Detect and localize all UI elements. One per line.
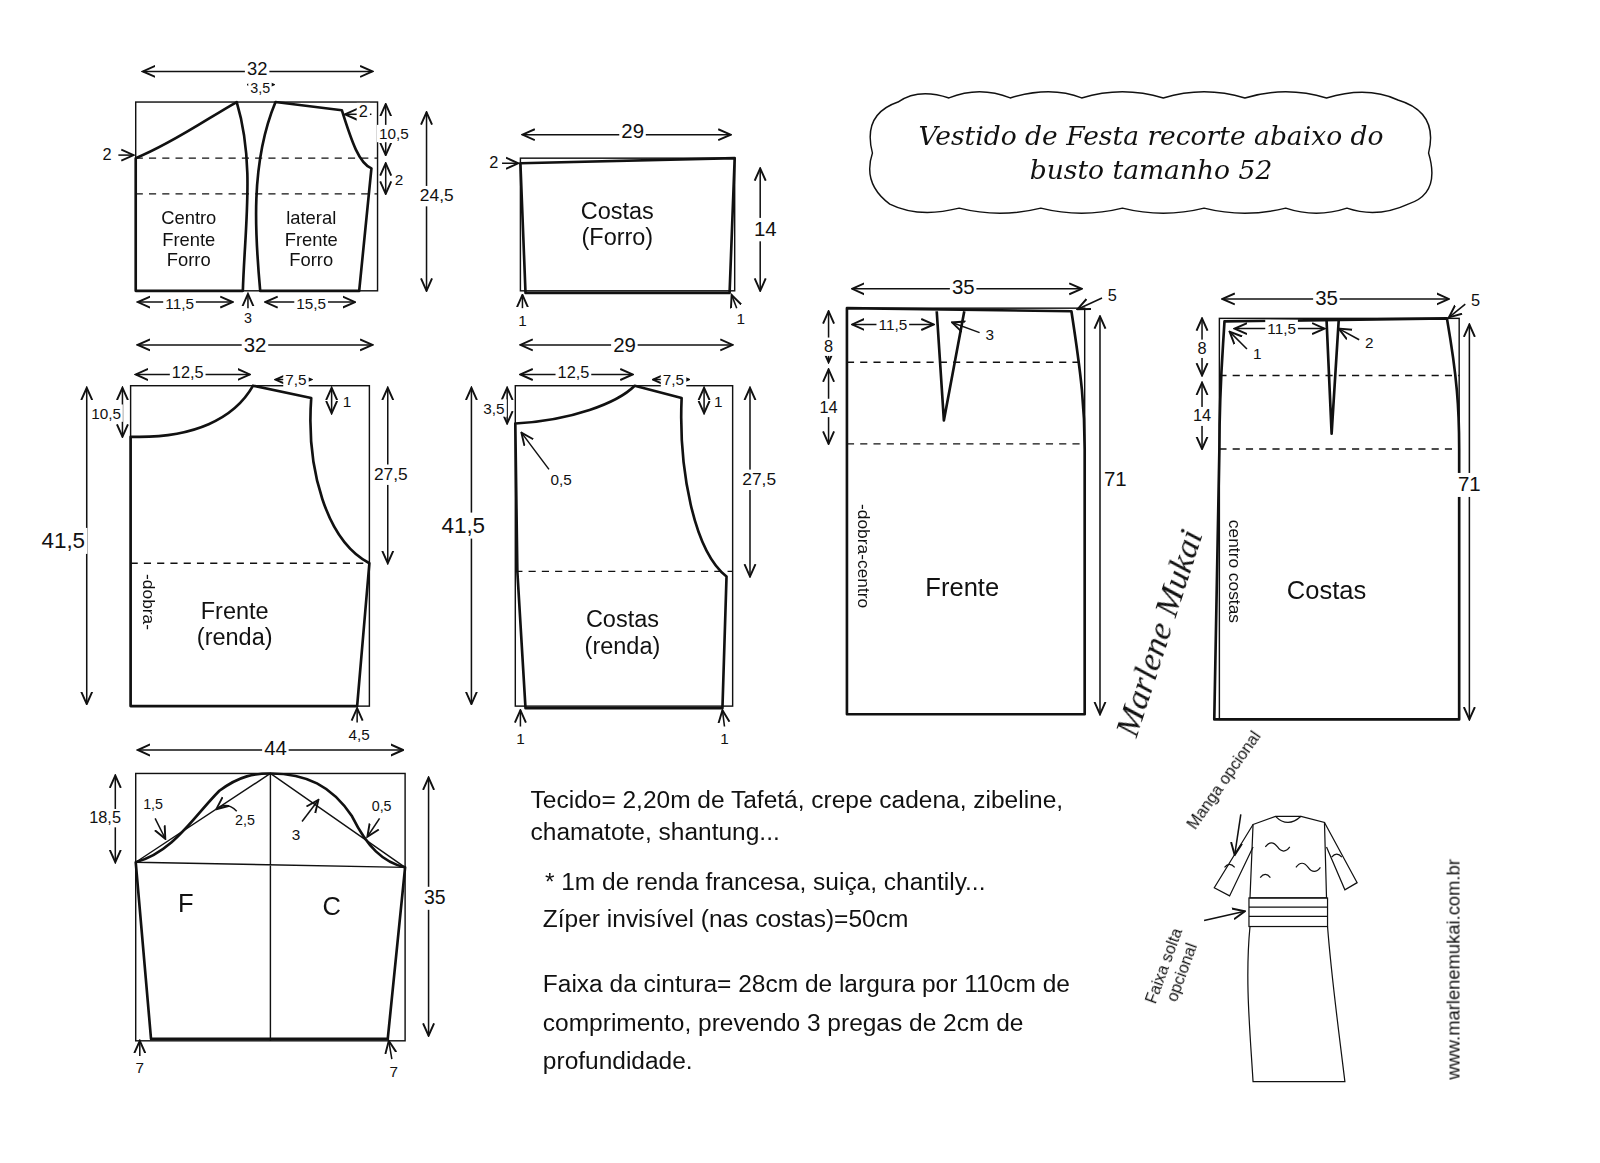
pattern-piece: FC: [151, 867, 388, 1038]
skirt-back-piece: [1202, 299, 1469, 719]
dimension-label: 32: [245, 59, 270, 80]
pattern-piece: Frente (renda) -dobra-: [131, 439, 358, 706]
dimension-label: 27,5: [372, 465, 410, 485]
dimension-label: 14: [1191, 407, 1213, 426]
dimension-label: 71: [1102, 468, 1129, 491]
dimension-label: 41,5: [39, 528, 87, 554]
dimension-label: 7,5: [661, 371, 686, 389]
title-cloud: [870, 92, 1432, 213]
dimension-label: 27,5: [740, 470, 778, 490]
dimension-label: 1: [341, 392, 354, 410]
pattern-piece: lateral Frente Forro: [260, 153, 362, 291]
dimension-label: 71: [1456, 473, 1483, 496]
dimension-label: 44: [262, 736, 289, 759]
dimension-label: 12,5: [170, 364, 206, 383]
pattern-note: Zíper invisível (nas costas)=50cm: [541, 902, 911, 934]
lace-back-piece: [471, 345, 750, 727]
piece-label: centro costas: [1225, 520, 1245, 623]
lace-front-piece: [87, 345, 388, 723]
piece-label: -dobra-: [138, 574, 158, 630]
dimension-label: 2: [1363, 334, 1376, 352]
dimension-label: 3,5: [248, 80, 272, 96]
dimension-label: 1: [516, 312, 529, 330]
pattern-piece: Costas (Forro): [526, 163, 730, 291]
pattern-note: Tecido= 2,20m de Tafetá, crepe cadena, z…: [529, 784, 1105, 847]
piece-label: Centro Frente Forro: [143, 208, 235, 271]
dimension-label: Manga opcional: [1183, 726, 1267, 835]
dimension-label: 2: [487, 154, 500, 173]
dimension-label: www.marlenemukai.com.br: [1444, 857, 1465, 1082]
title-text: Vestido de Festa recorte abaixo do busto…: [896, 120, 1406, 186]
dimension-label: 3: [290, 826, 303, 844]
dimension-label: 29: [611, 333, 638, 356]
dimension-label: 1: [712, 392, 725, 410]
dimension-label: 18,5: [87, 809, 123, 828]
dimension-label: 14: [752, 218, 779, 241]
lining-back-piece: [502, 135, 760, 308]
dimension-label: 15,5: [294, 294, 328, 312]
dress-sketch: [1204, 814, 1357, 1081]
pattern-piece: Costas centro costas: [1216, 449, 1459, 719]
dimension-label: 11,5: [1265, 320, 1298, 338]
piece-label: -dobra-centro: [853, 504, 873, 608]
dimension-label: 5: [1106, 287, 1119, 306]
dimension-label: 3: [983, 326, 996, 344]
dimension-label: 3: [242, 310, 254, 326]
dimension-label: 0,5: [549, 471, 574, 489]
pattern-note: * 1m de renda francesa, suiça, chantily.…: [543, 865, 988, 897]
dimension-label: 7: [388, 1063, 401, 1081]
dimension-label: 11,5: [163, 294, 196, 312]
dimension-label: 35: [422, 887, 448, 909]
dimension-label: 14: [817, 399, 839, 418]
piece-label: Frente (renda): [179, 598, 291, 652]
pattern-note: Faixa da cintura= 28cm de largura por 11…: [541, 964, 1127, 1080]
dimension-label: 0,5: [370, 798, 394, 814]
dimension-label: Faixa solta opcional: [1141, 923, 1206, 1016]
dimension-label: 1: [718, 730, 731, 748]
piece-label: Frente: [925, 572, 999, 601]
dimension-label: 12,5: [556, 364, 592, 383]
dimension-label: 1: [735, 310, 748, 328]
dimension-label: 1: [1251, 344, 1264, 362]
dimension-label: 11,5: [876, 316, 909, 334]
piece-label: C: [322, 891, 340, 920]
piece-label: lateral Frente Forro: [265, 208, 357, 271]
lining-front-pieces: [118, 71, 426, 308]
dimension-label: 32: [242, 333, 269, 356]
piece-label: F: [178, 888, 194, 917]
dimension-label: 1: [514, 730, 527, 748]
piece-label: Costas: [1287, 575, 1366, 604]
sleeve-piece: [115, 750, 428, 1059]
pattern-piece: Frente -dobra-centro: [847, 449, 1085, 714]
dimension-label: 1,5: [141, 796, 165, 812]
dimension-label: Marlene Mukai: [1105, 522, 1211, 743]
dimension-label: 2,5: [233, 812, 257, 828]
skirt-front-piece: [829, 289, 1102, 715]
dimension-label: 2: [101, 146, 114, 165]
dimension-label: 4,5: [346, 726, 371, 744]
dimension-label: 8: [1195, 340, 1208, 359]
dimension-label: 3,5: [481, 399, 506, 417]
piece-label: Costas (renda): [566, 606, 678, 660]
dimension-label: 35: [1313, 286, 1340, 309]
piece-label: Costas (Forro): [561, 198, 673, 252]
pattern-piece: Centro Frente Forro: [136, 153, 243, 291]
dimension-label: 41,5: [439, 513, 487, 539]
dimension-label: 5: [1469, 292, 1482, 311]
dimension-label: 24,5: [418, 186, 456, 206]
dimension-label: 10,5: [377, 125, 411, 143]
dimension-label: 29: [619, 120, 646, 143]
dimension-label: 2: [357, 103, 370, 122]
dimension-label: 7,5: [283, 371, 308, 389]
dimension-label: 8: [822, 338, 835, 357]
dimension-label: 35: [950, 276, 977, 299]
dimension-label: 2: [393, 171, 406, 189]
dimension-label: 10,5: [89, 404, 123, 422]
dimension-label: 7: [133, 1059, 146, 1077]
